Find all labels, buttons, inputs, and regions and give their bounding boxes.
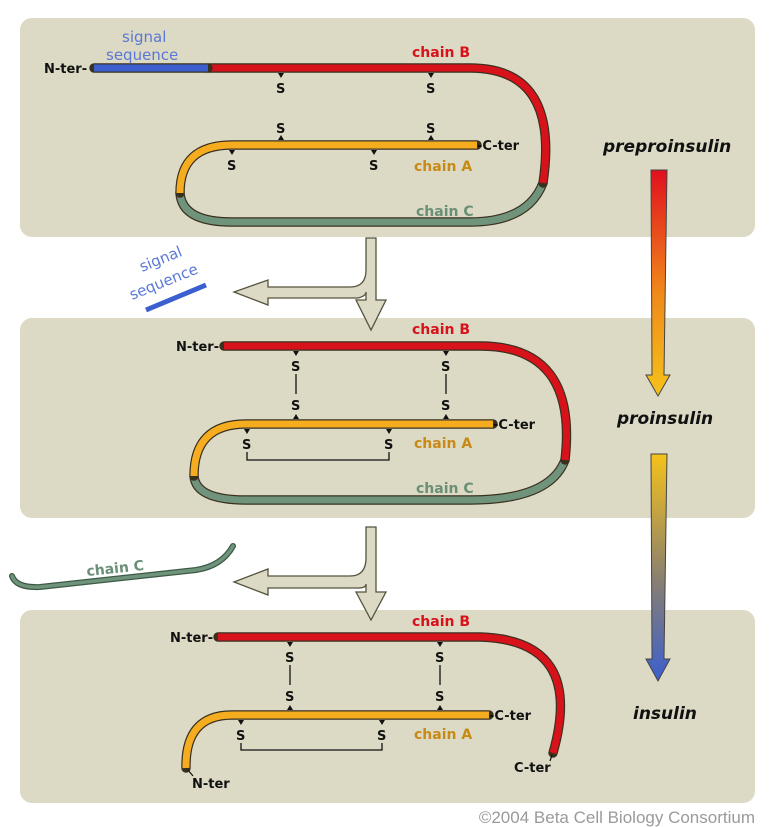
sulfur-label: S xyxy=(435,651,444,666)
sulfur-label: S xyxy=(276,122,285,137)
process-arrow-c-peptide-cleavage xyxy=(232,526,388,622)
stage-label-proinsulin: proinsulin xyxy=(616,409,713,429)
s-marker xyxy=(238,720,244,725)
c-terminus-label-chain-b: C-ter xyxy=(514,761,551,776)
s-marker xyxy=(287,642,293,647)
panel-proinsulin xyxy=(20,318,755,518)
sulfur-label: S xyxy=(291,360,300,375)
s-marker xyxy=(287,705,293,710)
disulfide-bonds: S S S S S S xyxy=(242,351,450,461)
signal-sequence-label-2: sequence xyxy=(106,46,178,64)
signal-sequence-fragment xyxy=(145,282,207,313)
chain-b-strand xyxy=(224,342,570,461)
panel-insulin xyxy=(20,610,755,803)
chain-b-strand xyxy=(218,633,564,754)
s-marker xyxy=(278,135,284,140)
n-terminus-label-chain-b: N-ter- xyxy=(170,631,213,646)
cleaved-signal-sequence: signal sequence xyxy=(127,242,207,313)
sulfur-label: S xyxy=(242,438,251,453)
s-marker xyxy=(379,720,385,725)
c-terminus-label: -C-ter xyxy=(493,418,536,433)
chain-c-strand xyxy=(176,181,547,226)
n-terminus-tick xyxy=(187,769,194,777)
sulfur-label: S xyxy=(227,159,236,174)
sulfur-label: S xyxy=(236,729,245,744)
c-terminus-label: -C-ter xyxy=(477,139,520,154)
s-marker xyxy=(437,642,443,647)
proinsulin-molecule xyxy=(189,341,572,505)
sulfur-label: S xyxy=(441,360,450,375)
cleaved-chain-c-label: chain C xyxy=(86,558,145,580)
copyright-credit: ©2004 Beta Cell Biology Consortium xyxy=(479,808,755,827)
chain-a-label: chain A xyxy=(414,436,472,452)
chain-b-label: chain B xyxy=(412,45,470,61)
sulfur-label: S xyxy=(384,438,393,453)
s-marker xyxy=(443,414,449,419)
sulfur-label: S xyxy=(285,651,294,666)
preproinsulin-molecule xyxy=(89,63,551,227)
s-marker xyxy=(293,414,299,419)
sulfur-label: S xyxy=(441,399,450,414)
c-terminus-label-chain-a: -C-ter xyxy=(489,709,532,724)
sulfur-label: S xyxy=(426,82,435,97)
s-marker xyxy=(443,351,449,356)
signal-sequence-label: signal xyxy=(122,28,166,46)
stage-arrow-preproinsulin-to-proinsulin xyxy=(645,169,671,398)
intrachain-disulfide-bond xyxy=(246,452,390,461)
chain-a-label: chain A xyxy=(414,159,472,175)
sulfur-label: S xyxy=(285,690,294,705)
chain-a-strand xyxy=(176,141,477,194)
sulfur-label: S xyxy=(276,82,285,97)
c-terminus-tick xyxy=(549,754,553,762)
sulfur-label: S xyxy=(377,729,386,744)
chain-b-label: chain B xyxy=(412,322,470,338)
chain-a-strand xyxy=(190,420,493,477)
chain-c-label: chain C xyxy=(416,204,474,220)
intrachain-disulfide-bond xyxy=(240,743,383,751)
stage-label-insulin: insulin xyxy=(633,704,697,724)
s-marker xyxy=(386,429,392,434)
s-marker xyxy=(278,73,284,78)
insulin-molecule xyxy=(181,632,566,773)
cleaved-chain-c: chain C xyxy=(9,543,236,591)
sulfur-label: S xyxy=(291,399,300,414)
sulfur-label: S xyxy=(369,159,378,174)
sulfur-label: S xyxy=(426,122,435,137)
stage-label-preproinsulin: preproinsulin xyxy=(602,137,731,157)
cysteine-sulfurs: S S S S S S xyxy=(227,73,435,174)
process-arrow-signal-cleavage xyxy=(232,237,388,332)
s-marker xyxy=(244,429,250,434)
s-marker xyxy=(293,351,299,356)
sulfur-label: S xyxy=(435,690,444,705)
chain-b-strand xyxy=(208,64,550,184)
s-marker xyxy=(371,150,377,155)
chain-c-label: chain C xyxy=(416,481,474,497)
n-terminus-label: N-ter- xyxy=(176,340,219,355)
chain-b-label: chain B xyxy=(412,614,470,630)
s-marker xyxy=(428,73,434,78)
chain-a-strand xyxy=(182,711,489,769)
panel-preproinsulin xyxy=(20,18,755,237)
s-marker xyxy=(428,135,434,140)
chain-c-strand xyxy=(190,458,569,504)
stage-arrow-proinsulin-to-insulin xyxy=(645,453,671,683)
n-terminus-label: N-ter- xyxy=(44,62,87,77)
n-terminus-label-chain-a: N-ter xyxy=(192,777,230,792)
s-marker xyxy=(437,705,443,710)
s-marker xyxy=(229,150,235,155)
disulfide-bonds: S S S S S S xyxy=(236,642,444,751)
chain-a-label: chain A xyxy=(414,727,472,743)
